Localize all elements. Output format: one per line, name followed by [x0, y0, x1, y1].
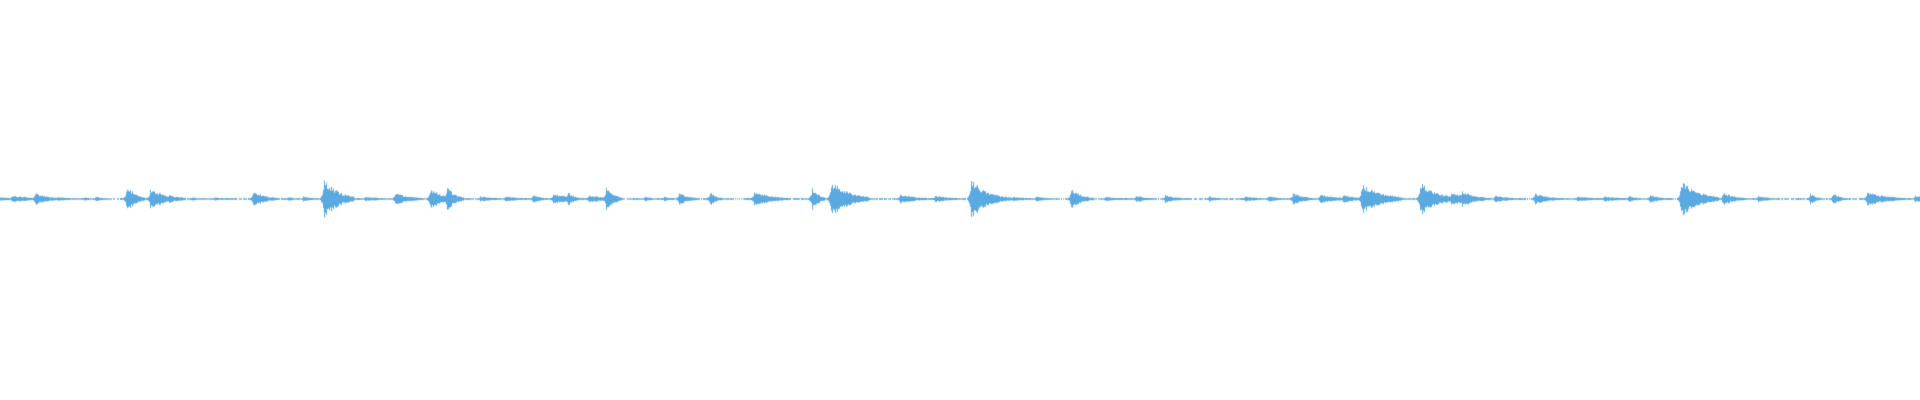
waveform-view [0, 0, 1920, 400]
audio-waveform[interactable] [0, 0, 1920, 400]
